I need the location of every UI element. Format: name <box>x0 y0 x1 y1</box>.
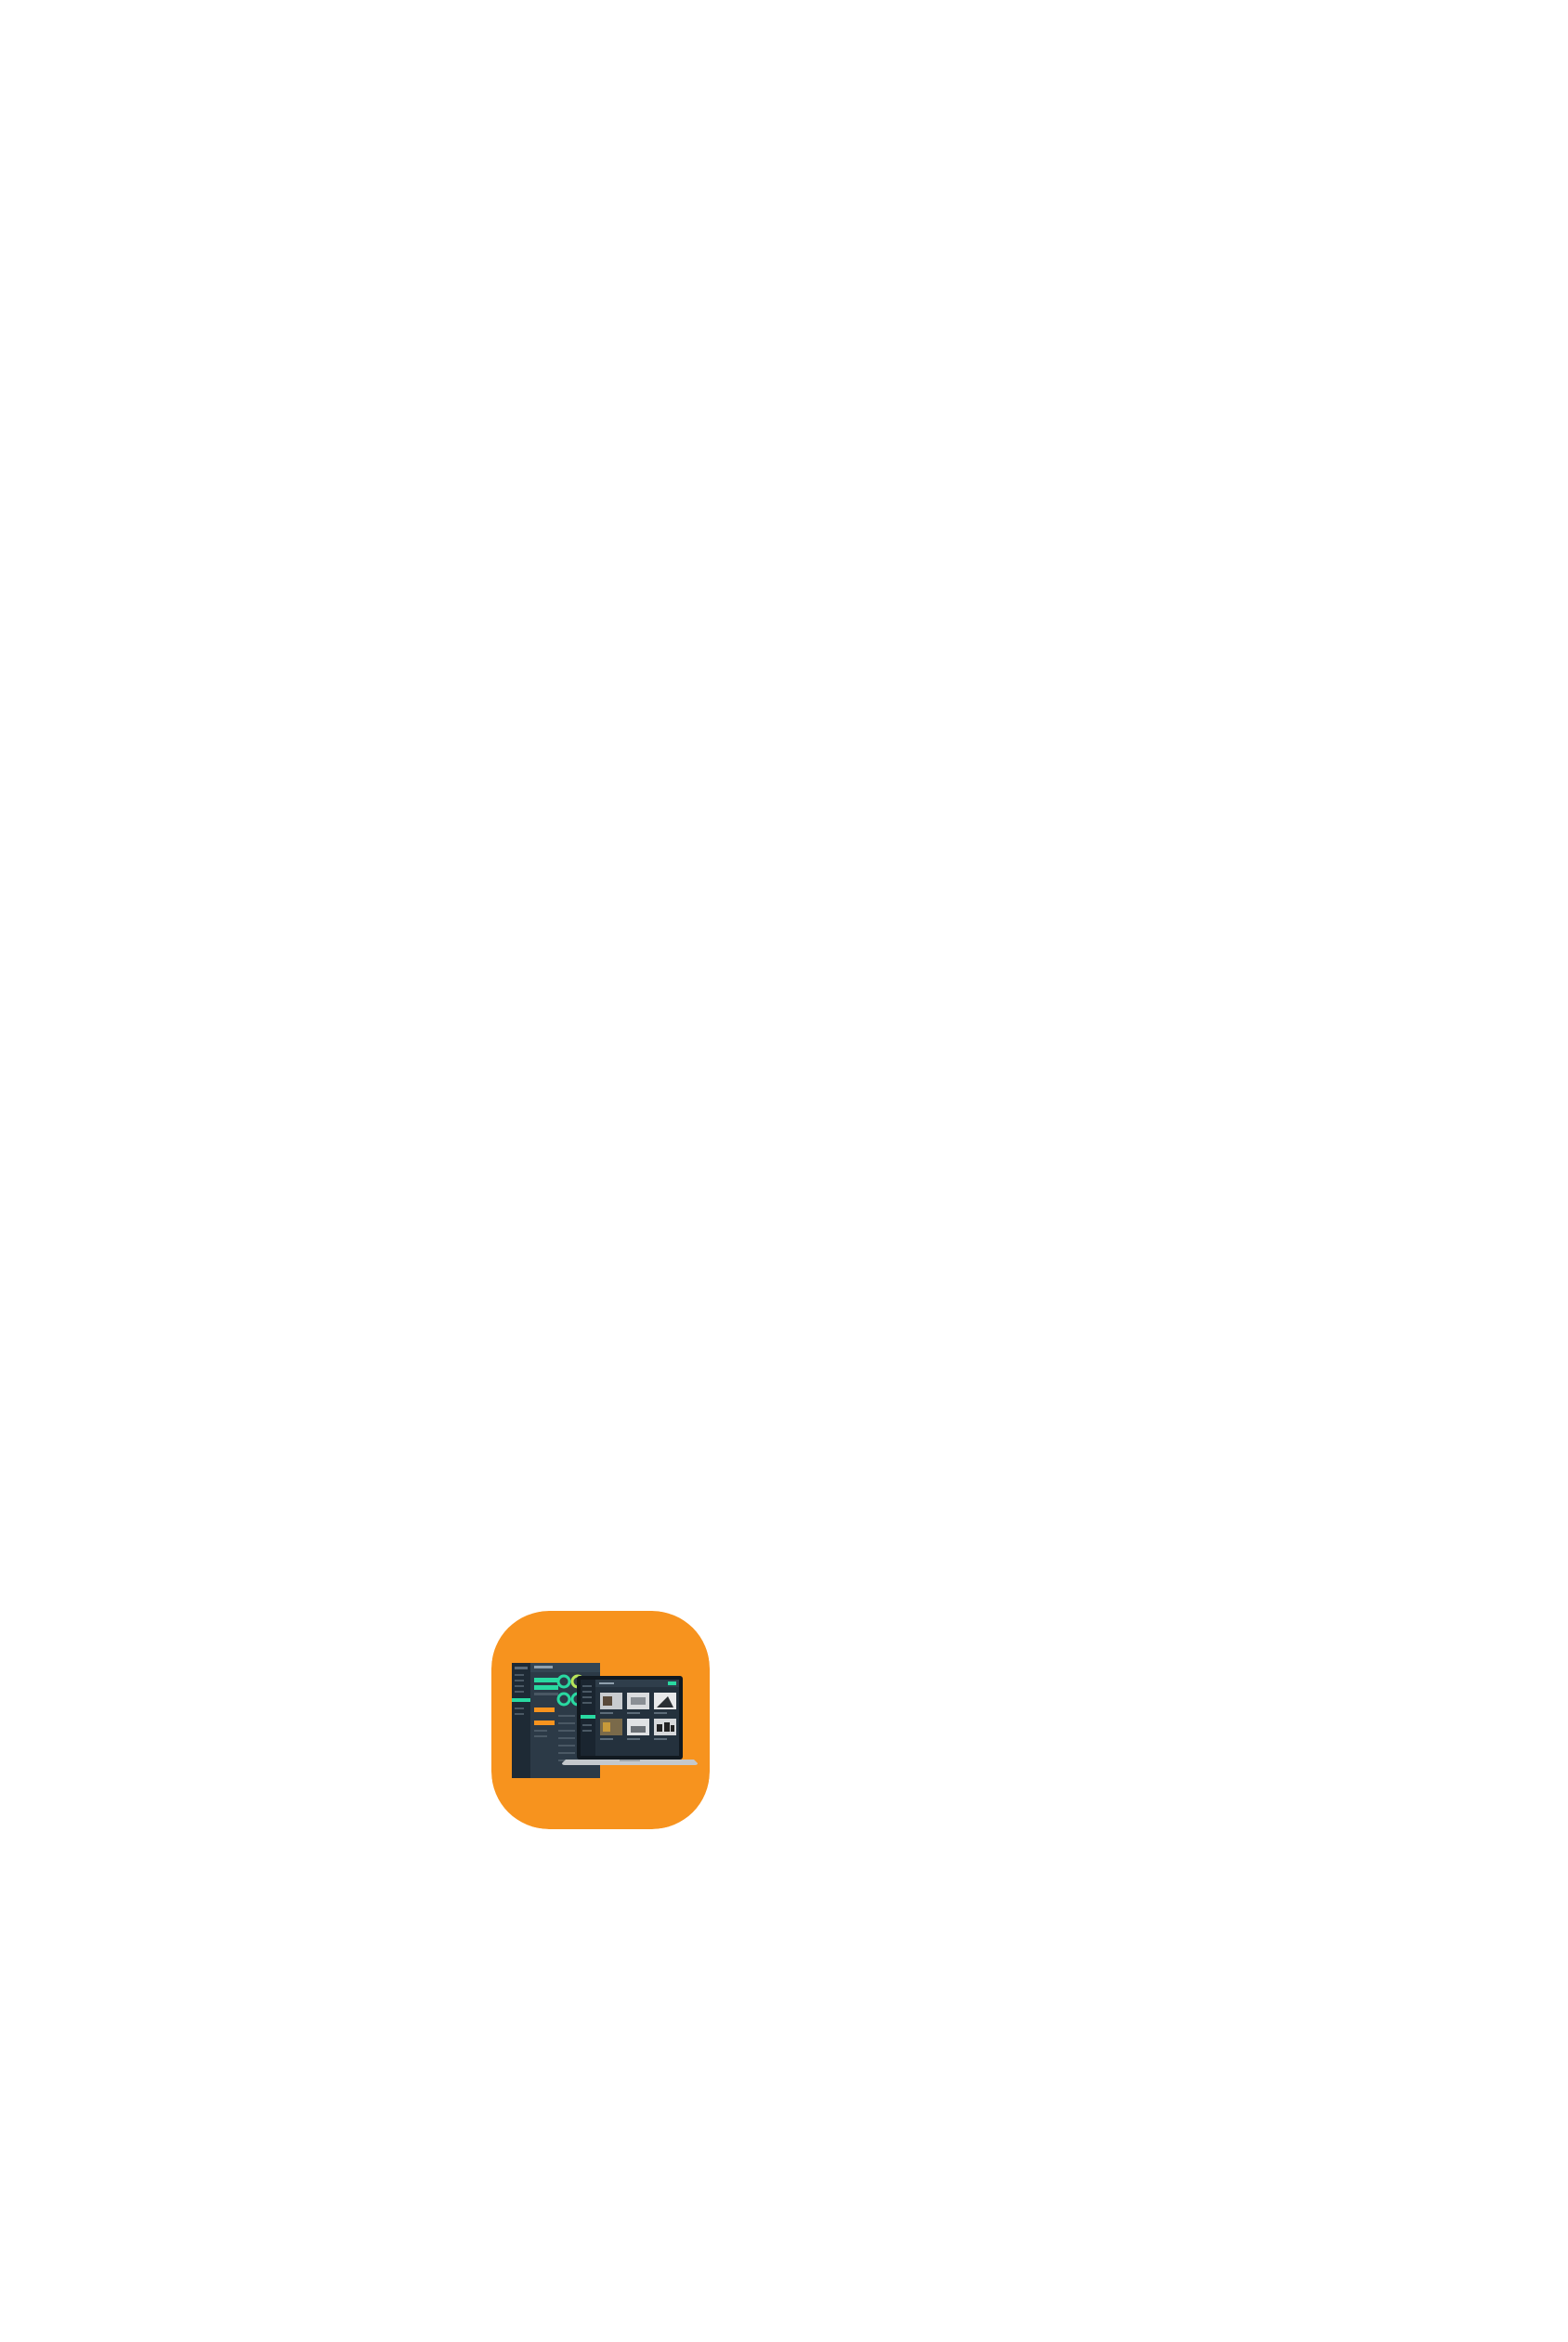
app-icon-button[interactable] <box>491 1611 710 1829</box>
dashboard-laptop-icon <box>491 1611 710 1829</box>
laptop-illustration <box>562 1676 698 1765</box>
